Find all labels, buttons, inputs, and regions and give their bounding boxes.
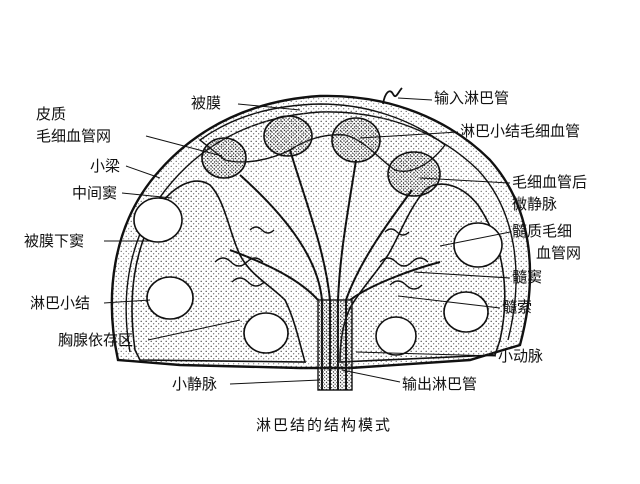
lymph-nodule-right-top: [453, 222, 503, 268]
label-small-artery: 小动脉: [498, 347, 544, 365]
lymph-nodule-right-low: [375, 316, 417, 356]
label-subcapsular-sinus: 被膜下窦: [24, 232, 85, 250]
lymph-nodule-left-low: [243, 312, 289, 354]
label-capsule: 被膜: [191, 94, 222, 112]
capillary-nodule-4: [387, 151, 441, 197]
label-trabecula: 小梁: [90, 157, 121, 175]
lymph-nodule-right-mid: [443, 291, 489, 333]
label-cortex-capillary-net: 毛细血管网: [36, 127, 112, 145]
medullary-cords: [214, 226, 429, 290]
label-lymph-nodule: 淋巴小结: [30, 294, 91, 312]
label-medulla-capillary-net-1: 髓质毛细: [512, 222, 573, 240]
leader-lines: [103, 97, 511, 385]
label-small-vein: 小静脉: [172, 375, 218, 393]
label-intermediate-sinus: 中间窦: [72, 184, 118, 202]
label-medullary-cord: 髓索: [502, 298, 533, 316]
label-postcapillary-venule-2: 微静脉: [512, 195, 558, 213]
lymph-nodule-left-mid: [146, 276, 194, 320]
label-efferent-vessel: 输出淋巴管: [402, 375, 478, 393]
vessel-tree: [229, 149, 441, 390]
label-medulla-capillary-net-2: 血管网: [536, 244, 582, 262]
label-nodule-capillary: 淋巴小结毛细血管: [460, 122, 581, 140]
label-thymus-dependent-area: 胸腺依存区: [58, 331, 134, 349]
lymph-nodule-left-top: [133, 197, 183, 243]
capillary-nodule-2: [263, 115, 313, 157]
capillary-nodule-3: [331, 117, 381, 163]
label-medullary-sinus: 髓窦: [512, 268, 543, 286]
afferent-vessel-shape: [382, 87, 403, 105]
figure-caption: 淋巴结的结构模式: [256, 416, 393, 434]
label-afferent-vessel: 输入淋巴管: [434, 89, 510, 107]
capillary-nodule-1: [201, 137, 247, 179]
label-cortex: 皮质: [36, 105, 67, 123]
hilum-vessel-bundle: [317, 299, 353, 391]
lymph-nodules: [133, 115, 503, 356]
label-postcapillary-venule-1: 毛细血管后: [512, 173, 588, 191]
